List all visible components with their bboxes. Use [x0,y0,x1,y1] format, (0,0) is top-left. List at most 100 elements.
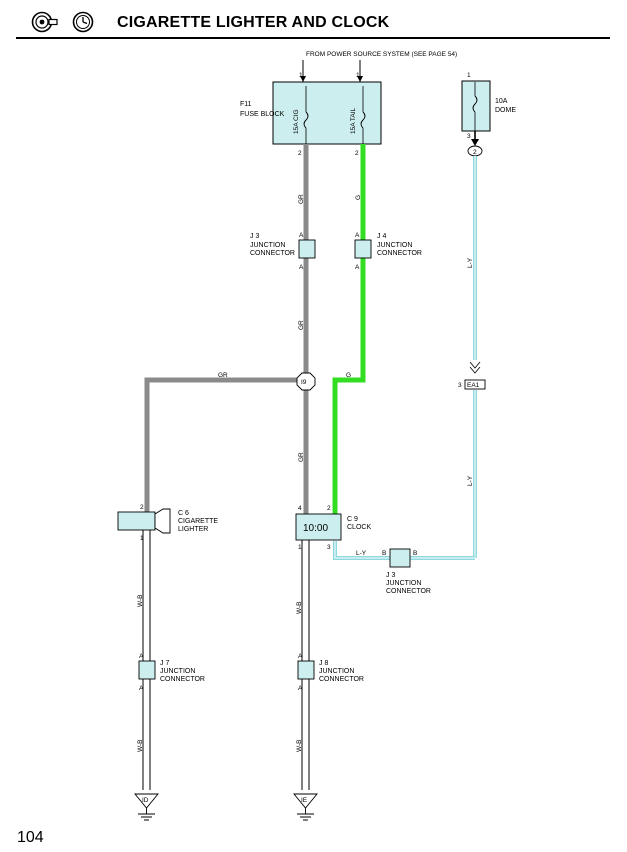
clock-icon [72,11,94,33]
cigarette-lighter-line1: CIGARETTE [178,518,218,525]
wire-label-gr-4: GR [298,452,305,462]
junction-j4-line1: JUNCTION [377,242,412,249]
ground-right-label: IE [301,797,308,804]
clock-pin-g: 2 [327,505,331,512]
cigarette-lighter-icon [31,11,58,33]
clock-pin-dome: 3 [327,544,331,551]
junction-j3-bottom-id: J 3 [386,572,395,579]
ground-right-icon [293,793,318,821]
header-icons [30,10,100,39]
wire-g [332,144,366,514]
junction-j3-top [298,239,316,259]
wire-label-gr-1: GR [298,194,305,204]
wire-label-ly-1: L-Y [467,257,474,268]
connector-ea1-id: EA1 [467,382,480,389]
splice-i9 [296,372,316,391]
clock-pin-gr: 4 [298,505,302,512]
ground-left-label: ID [142,797,149,804]
cigarette-lighter-pin-top: 2 [140,504,144,511]
splice-i9-id: I9 [301,379,307,386]
clock-id: C 9 [347,516,358,523]
wire-label-wb-2: W-B [296,601,303,614]
wire-label-ly-2: L-Y [467,475,474,486]
junction-j8-id: J 8 [319,660,328,667]
clock-pin-ground: 1 [298,544,302,551]
cigarette-lighter-pin-bottom: 1 [140,535,144,542]
power-arrow-tail [357,60,363,82]
wire-label-ly-3: L-Y [356,550,367,557]
power-source-label: FROM POWER SOURCE SYSTEM (SEE PAGE 54) [306,51,457,58]
dome-connector-arrow [471,131,479,146]
fuse-tail-label: 15A TAIL [350,107,357,134]
wire-wb-left [142,530,151,790]
junction-j3-bottom [389,548,411,568]
junction-j3-bottom-pin-left: B [382,550,386,557]
cigarette-lighter-body [117,511,156,531]
connector-ea1 [464,379,486,390]
junction-j3-top-id: J 3 [250,233,259,240]
fuse-tail-pin-top: 1 [356,72,360,79]
wire-label-gr-3: GR [218,372,228,379]
cigarette-lighter-socket [154,508,171,534]
junction-j4-pin-bottom: A [355,264,360,271]
junction-j8-pin-top: A [298,653,303,660]
junction-j8-line2: CONNECTOR [319,676,364,683]
page-number: 104 [17,829,44,846]
junction-j8-pin-bottom: A [298,685,303,692]
clock-display: 10:00 [303,523,328,534]
wire-gr [144,144,309,514]
dome-fuse-symbol [472,82,478,131]
dome-connector-pin: 2 [473,149,477,156]
wire-label-g-1: G [355,195,362,200]
junction-j3-top-line2: CONNECTOR [250,250,295,257]
wire-label-wb-1: W-B [137,594,144,607]
junction-j3-bottom-pin-right: B [413,550,417,557]
ground-left-icon [134,793,159,821]
junction-j8 [297,660,315,680]
fuse-cig-label: 15A CIG [293,109,300,134]
wire-label-gr-2: GR [298,320,305,330]
connector-ea1-pin: 3 [458,382,462,389]
junction-j3-top-pin-bottom: A [299,264,304,271]
junction-j7-line2: CONNECTOR [160,676,205,683]
dome-fuse-name: DOME [495,107,516,114]
clock-body [295,513,342,541]
junction-j7-line1: JUNCTION [160,668,195,675]
cigarette-lighter-line2: LIGHTER [178,526,208,533]
fuse-block-id: F11 [240,101,252,108]
junction-j4-pin-top: A [355,232,360,239]
page-title: CIGARETTE LIGHTER AND CLOCK [117,14,390,31]
junction-j3-bottom-line2: CONNECTOR [386,588,431,595]
wire-label-wb-3: W-B [137,739,144,752]
junction-j7-pin-top: A [139,653,144,660]
power-arrow-cig [300,60,306,82]
junction-j3-bottom-line1: JUNCTION [386,580,421,587]
wire-label-wb-4: W-B [296,739,303,752]
fuse-tail-pin-bottom: 2 [355,150,359,157]
junction-j7-pin-bottom: A [139,685,144,692]
junction-j4-id: J 4 [377,233,386,240]
fuse-block-name: FUSE BLOCK [240,111,285,118]
fuse-cig-pin-top: 1 [299,72,303,79]
fuse-block-box [272,81,382,145]
dome-fuse-box [461,80,491,132]
junction-j4 [354,239,372,259]
fuse-cig-pin-bottom: 2 [298,150,302,157]
cigarette-lighter-id: C 6 [178,510,189,517]
dome-fuse-pin-top: 1 [467,72,471,79]
junction-j7-id: J 7 [160,660,169,667]
junction-j4-line2: CONNECTOR [377,250,422,257]
clock-name: CLOCK [347,524,371,531]
junction-j7 [138,660,156,680]
junction-j8-line1: JUNCTION [319,668,354,675]
wire-ly [333,156,481,560]
junction-j3-top-pin-top: A [299,232,304,239]
wire-label-g-2: G [346,372,351,379]
junction-j3-top-line1: JUNCTION [250,242,285,249]
dome-fuse-amp: 10A [495,98,508,105]
fuse-tail-symbol [360,86,366,144]
fuse-cig-symbol [303,86,309,144]
header-divider [16,37,610,39]
